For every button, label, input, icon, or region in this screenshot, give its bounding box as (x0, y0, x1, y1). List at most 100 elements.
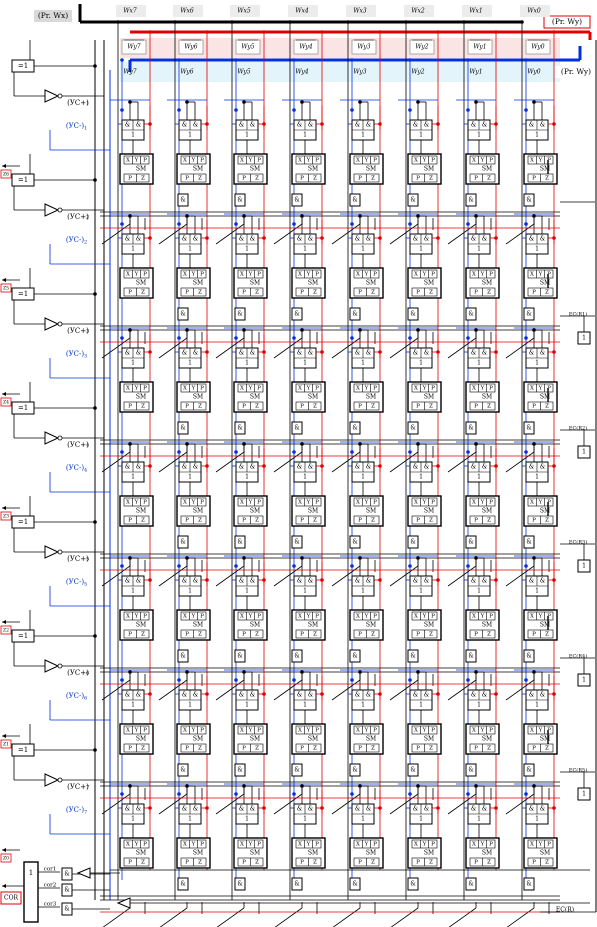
adder-x-label: X (472, 614, 476, 620)
carry-diagonal (158, 337, 188, 359)
adder-z-out-label: Z (141, 290, 145, 296)
adder-sm-label: SM (540, 280, 550, 287)
adder-sm-label: SM (482, 280, 492, 287)
row-and-gate (349, 535, 361, 549)
uc-plus-label: (УС+) (67, 669, 89, 677)
carry-diagonal (389, 565, 419, 587)
adder-input-row (469, 383, 496, 393)
carry-diagonal (505, 451, 535, 473)
adder-p-out-label: P (185, 176, 189, 182)
junction-dot (524, 336, 528, 340)
uc-plus-index: 1 (86, 101, 89, 107)
and-gate-label: & (471, 350, 477, 357)
and-gate-label: & (239, 464, 245, 471)
junction-dot (116, 20, 120, 24)
junction-dot (292, 108, 296, 112)
carry-diagonal (505, 337, 535, 359)
and-gate-label: & (529, 578, 535, 585)
row-and-label: & (526, 311, 532, 318)
adder-p-label: P (489, 500, 493, 506)
z-label-box (0, 739, 12, 749)
adder-y-label: Y (364, 614, 369, 620)
arrow-head (2, 884, 6, 888)
carry-diagonal (389, 223, 419, 245)
adder-p-label: P (373, 272, 377, 278)
adder-sm-label: SM (308, 508, 318, 515)
cor-label-box (0, 891, 22, 905)
carry-diagonal (101, 451, 131, 473)
and-gate-label: & (250, 578, 256, 585)
and-gate-label: & (125, 464, 131, 471)
adder-p-out-label: P (128, 632, 132, 638)
adder-x-label: X (530, 614, 534, 620)
inverter-bubble (57, 93, 63, 99)
junction-dot (378, 806, 382, 810)
junction-dot (436, 692, 440, 696)
or-gate-label: 1 (245, 360, 249, 367)
uc-minus-index: 1 (84, 126, 87, 132)
z-label-box (0, 853, 12, 863)
adder-input-row (180, 497, 207, 507)
row-and-gate (291, 193, 303, 207)
adder-sm-label: SM (136, 736, 146, 743)
adder-sm-label: SM (193, 850, 203, 857)
or-gate-label: 1 (131, 588, 135, 595)
junction-dot (148, 350, 152, 354)
row-and-label: & (237, 539, 243, 546)
buffer-gate (44, 431, 60, 445)
adder-sm-label: SM (250, 850, 260, 857)
or-gate-label: 1 (131, 816, 135, 823)
and-gate-label: & (125, 350, 131, 357)
adder-p-out-label: P (358, 290, 362, 296)
adder-p-out-label: P (128, 746, 132, 752)
adder-z-out-label: Z (141, 746, 145, 752)
and-gate-label: & (239, 692, 245, 699)
carry-diagonal (101, 793, 131, 815)
adder-z-out-label: Z (371, 518, 375, 524)
z-output-label: Z5 (3, 286, 9, 292)
junction-dot (378, 236, 382, 240)
junction-dot (320, 350, 324, 354)
adder-sm-label: SM (482, 850, 492, 857)
or-gate-label: 1 (419, 702, 423, 709)
adder-p-out-label: P (185, 632, 189, 638)
adder-z-out-label: Z (429, 518, 433, 524)
adder-sm-label: SM (308, 736, 318, 743)
junction-dot (262, 122, 266, 126)
adder-p-label: P (431, 272, 435, 278)
adder-z-out-label: Z (487, 860, 491, 866)
junction-dot (320, 30, 324, 34)
junction-dot (436, 122, 440, 126)
junction-dot (524, 678, 528, 682)
carry-diagonal (273, 337, 303, 359)
adder-p-out-label: P (185, 518, 189, 524)
adder-sm-label: SM (540, 850, 550, 857)
adder-p-label: P (143, 728, 147, 734)
adder-y-label: Y (422, 614, 427, 620)
or-gate-label: 1 (477, 702, 481, 709)
carry-diagonal (447, 337, 477, 359)
row-and-label: & (526, 197, 532, 204)
adder-z-out-label: Z (198, 860, 202, 866)
arrow-head (2, 392, 6, 396)
carry-diagonal (273, 793, 303, 815)
adder-p-out-label: P (416, 404, 420, 410)
adder-input-row (295, 269, 322, 279)
adder-y-label: Y (134, 272, 139, 278)
adder-y-label: Y (538, 614, 543, 620)
junction-dot (120, 108, 124, 112)
and-gate-label: & (366, 236, 372, 243)
adder-p-out-label: P (532, 518, 536, 524)
junction-dot (350, 58, 354, 62)
junction-dot (524, 792, 528, 796)
adder-y-label: Y (191, 386, 196, 392)
adder-p-out-label: P (474, 176, 478, 182)
junction-dot (466, 450, 470, 454)
z-output-label: Z4 (3, 400, 9, 406)
adder-y-label: Y (134, 386, 139, 392)
and-gate-label: & (482, 806, 488, 813)
